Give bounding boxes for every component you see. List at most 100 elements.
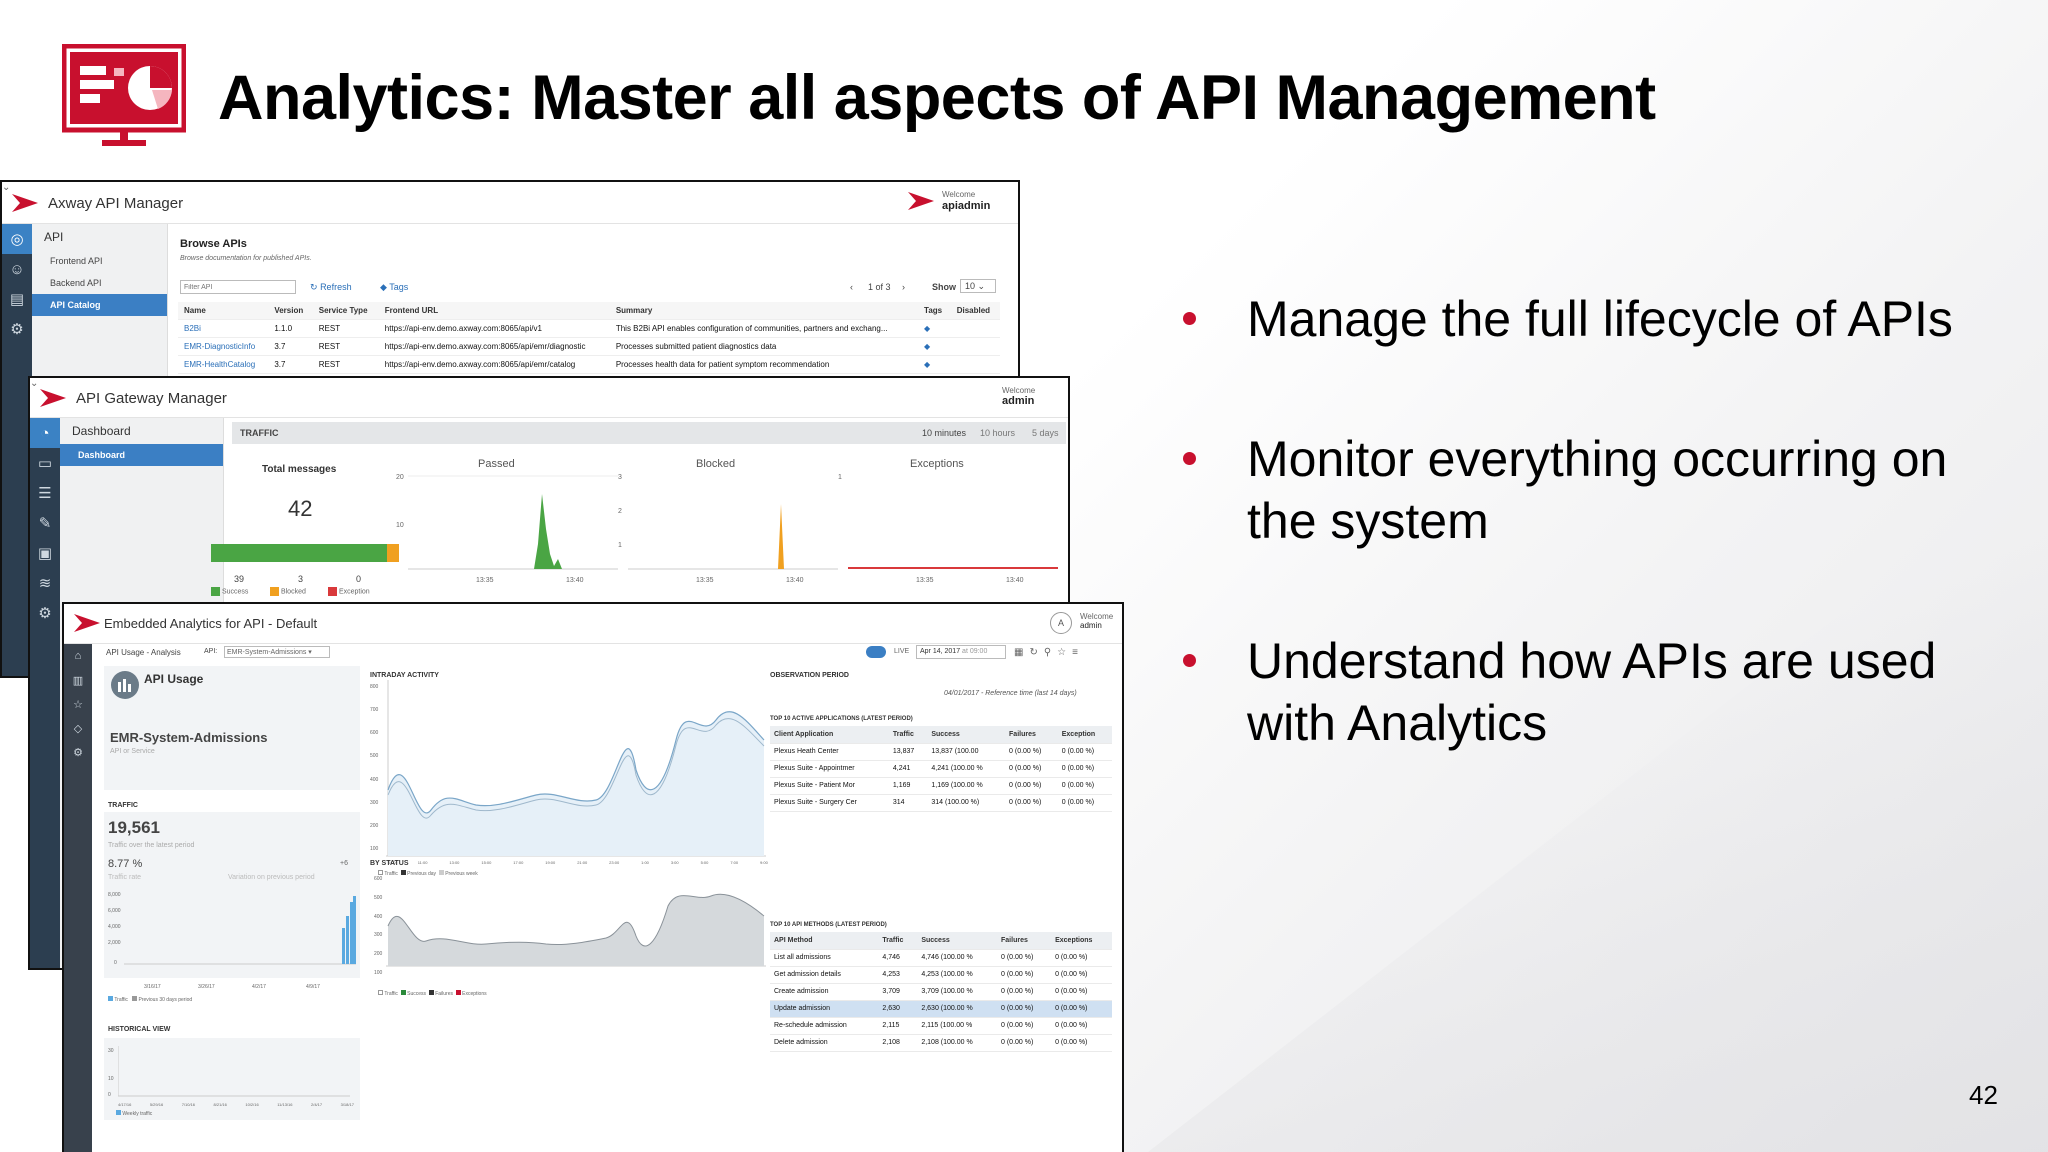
pager-next-icon[interactable]: › [902, 282, 905, 292]
bookmark-icon[interactable]: ☆ [1057, 647, 1073, 658]
status-chart [386, 893, 766, 967]
col-tags[interactable]: Tags [918, 302, 951, 320]
table-row[interactable]: EMR-DiagnosticInfo 3.7 REST https://api-… [178, 337, 1000, 356]
hour-tick: 17:00 [513, 860, 524, 865]
hour-tick: 5:00 [700, 860, 709, 865]
refresh-button[interactable]: ↻ Refresh [310, 282, 352, 293]
variation-label: Variation on previous period [228, 874, 315, 881]
col-success[interactable]: Success [917, 932, 998, 950]
table-row[interactable]: B2Bi 1.1.0 REST https://api-env.demo.axw… [178, 319, 1000, 338]
traffic-ytick: 6,000 [108, 908, 121, 914]
layers-icon[interactable]: ≋ [38, 575, 52, 592]
api-name-link[interactable]: B2Bi [178, 319, 269, 338]
col-summary[interactable]: Summary [609, 302, 919, 320]
axway-logo-icon [40, 389, 66, 407]
range-5-days[interactable]: 5 days [1032, 428, 1059, 438]
range-10-hours[interactable]: 10 hours [980, 428, 1016, 438]
hist-ytick: 30 [108, 1048, 114, 1054]
col-disabled[interactable]: Disabled [950, 302, 1000, 320]
avatar[interactable]: A [1050, 612, 1072, 634]
col-traffic[interactable]: Traffic [888, 726, 928, 744]
live-toggle[interactable] [866, 646, 886, 658]
col-success[interactable]: Success [927, 726, 1006, 744]
nav-head-api[interactable]: API [44, 230, 64, 244]
hour-tick: 7:00 [730, 860, 739, 865]
col-failures[interactable]: Failures [1005, 726, 1058, 744]
page-size-select[interactable]: 10 ⌄ [960, 279, 996, 293]
api-label: API: [204, 648, 218, 655]
col-service-type[interactable]: Service Type [312, 302, 379, 320]
pager-prev-icon[interactable]: ‹ [850, 282, 853, 292]
star-icon[interactable]: ☆ [73, 698, 83, 711]
clipboard-icon[interactable]: ▣ [37, 545, 53, 562]
nav-dashboard[interactable]: Dashboard [60, 444, 223, 466]
top-methods-label: TOP 10 API METHODS (LATEST PERIOD) [770, 922, 887, 928]
window-icon[interactable]: ▭ [37, 455, 53, 472]
range-10-minutes[interactable]: 10 minutes [922, 428, 967, 438]
page-subtitle: Browse documentation for published APIs. [180, 255, 312, 262]
col-exception[interactable]: Exception [1057, 726, 1112, 744]
status-area [388, 894, 764, 966]
bullet-dot [1183, 452, 1196, 465]
chevron-down-icon[interactable]: ⌄ [30, 378, 39, 389]
nav-backend-api[interactable]: Backend API [50, 278, 102, 288]
filter-api-input[interactable] [180, 280, 296, 294]
settings-icon[interactable]: ⚙ [73, 746, 83, 759]
hour-tick: 0:00 [388, 860, 396, 865]
nav-frontend-api[interactable]: Frontend API [50, 256, 103, 266]
chart-icon[interactable]: ▥ [72, 674, 84, 687]
col-name[interactable]: Name [178, 302, 269, 320]
tags-button[interactable]: ◆ Tags [380, 282, 408, 293]
col-api-method[interactable]: API Method [770, 932, 879, 950]
api-select[interactable]: EMR-System-Admissions ▾ [224, 646, 330, 658]
edit-icon[interactable]: ✎ [38, 515, 52, 532]
calendar-icon[interactable]: ▦ [1014, 647, 1030, 658]
menu-icon[interactable]: ≡ [1072, 647, 1084, 658]
api-name-link[interactable]: EMR-HealthCatalog [178, 355, 269, 374]
user-menu[interactable]: admin [1080, 621, 1102, 630]
nav-api-catalog[interactable]: API Catalog [32, 294, 167, 316]
pin-icon[interactable]: ⚲ [1043, 647, 1058, 658]
api-manager-rail: ◎ ☺ ▤ ⚙ [2, 224, 32, 676]
database-icon[interactable]: ☰ [38, 485, 52, 502]
date-picker[interactable]: Apr 14, 2017 at 09:00 [916, 645, 1006, 659]
refresh-icon[interactable]: ↻ [1029, 647, 1044, 658]
tag-icon[interactable]: ◇ [73, 722, 83, 735]
hour-tick: 1:00 [641, 860, 649, 865]
nav-head-dashboard[interactable]: Dashboard [72, 424, 131, 438]
col-frontend-url[interactable]: Frontend URL [378, 302, 610, 320]
col-version[interactable]: Version [268, 302, 313, 320]
user-menu[interactable]: admin [1002, 395, 1035, 407]
cell: This B2Bi API enables configuration of c… [609, 319, 919, 338]
tag-icon[interactable]: ◆ [918, 319, 951, 338]
settings-icon[interactable]: ⚙ [38, 605, 52, 622]
col-client-application[interactable]: Client Application [770, 726, 889, 744]
table-row[interactable]: EMR-HealthCatalog 3.7 REST https://api-e… [178, 355, 1000, 374]
swatch-blocked [270, 587, 279, 596]
cell: https://api-env.demo.axway.com:8065/api/… [378, 319, 610, 338]
api-rail-icon[interactable]: ◎ [2, 224, 32, 254]
tag-icon[interactable]: ◆ [918, 337, 951, 356]
api-name-link[interactable]: EMR-DiagnosticInfo [178, 337, 269, 356]
col-failures[interactable]: Failures [997, 932, 1052, 950]
col-traffic[interactable]: Traffic [878, 932, 918, 950]
col-exceptions[interactable]: Exceptions [1051, 932, 1112, 950]
tag-icon[interactable]: ◆ [918, 355, 951, 374]
home-icon[interactable]: ⌂ [74, 650, 82, 662]
user-menu[interactable]: apiadmin [942, 200, 991, 212]
reports-icon[interactable]: ▤ [9, 291, 25, 308]
settings-icon[interactable]: ⚙ [10, 321, 24, 338]
chevron-down-icon[interactable]: ⌄ [2, 182, 11, 193]
dashboard-icon[interactable]: ◔ [30, 418, 60, 448]
users-icon[interactable]: ☺ [9, 260, 25, 278]
